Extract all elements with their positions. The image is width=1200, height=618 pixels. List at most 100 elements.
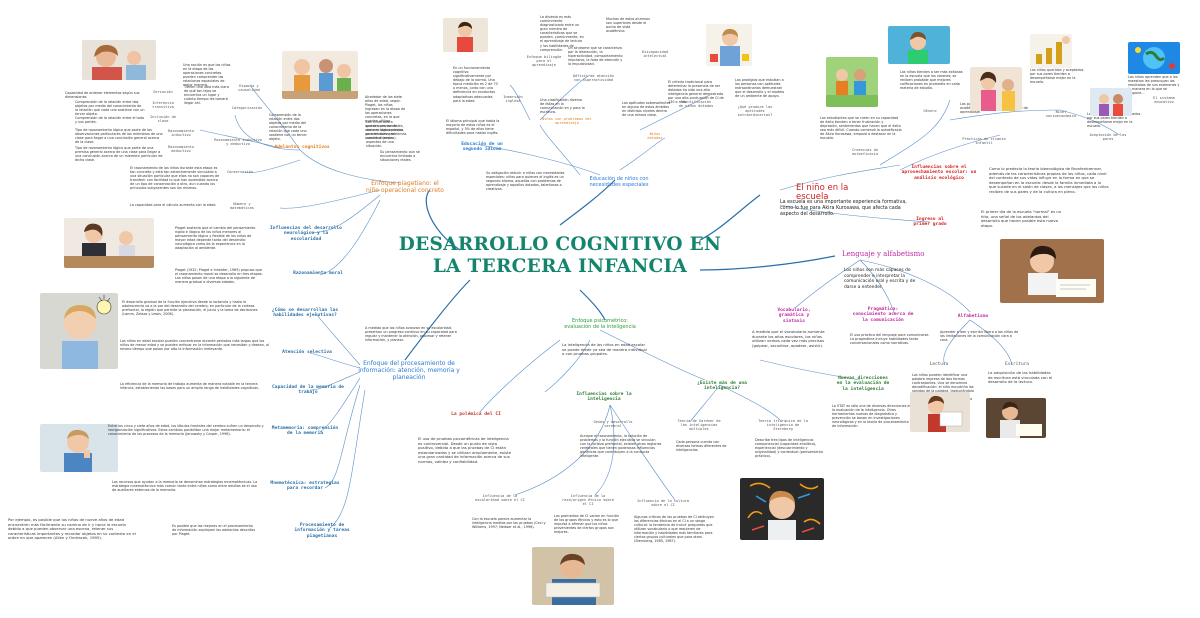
polemica-text: El uso de pruebas psicométricas de intel…: [418, 436, 512, 464]
segundo-idioma-label: Educación de un segundo idioma: [461, 142, 503, 153]
escritura-text: La adquisición de las habilidades de esc…: [988, 370, 1053, 385]
tareas-piagetianas-text: Es posible que las mejoras en el procesa…: [172, 524, 256, 537]
nuevas-direcciones-text: La STAT es sólo una de diversas direccio…: [832, 404, 912, 429]
tdah-text: Un síndrome que se caracteriza por la di…: [568, 46, 623, 67]
gardner-label: Teoría de Gardner de las inteligencias m…: [677, 419, 721, 432]
moral-text: Piaget (1932; Piaget e Inhelder, 1969) p…: [175, 268, 263, 285]
seriacion-label: Seriación: [153, 90, 173, 94]
sternberg-text: Describe tres tipos de inteligencia: com…: [755, 438, 823, 459]
raza-label: Influencia de la raza/origen étnico sobr…: [562, 494, 614, 507]
writing-boy-photo: [986, 398, 1046, 438]
globe-photo: [1128, 42, 1180, 74]
segundo-idioma-text1: El idioma principal que habla la mayoría…: [446, 119, 500, 136]
practicas-label: Prácticas de crianza infantil: [962, 137, 1006, 146]
cultura-label: Influencia de la cultura sobre el CI: [637, 499, 689, 508]
deductivo-text: Tipo de razonamiento lógico que parte de…: [75, 146, 163, 163]
inductivo-label: Razonamiento inductivo: [168, 129, 194, 138]
piaget-center-note3: Su pensamiento aún se encuentra limitado…: [380, 150, 420, 163]
metamemoria-text: Entre los cinco y siete años de edad, lo…: [108, 424, 264, 437]
thinking-boy-photo: [40, 424, 118, 472]
pragmatica-text: El uso práctico del lenguaje para comuni…: [850, 333, 930, 346]
habilidades-ejecutivas-text: El desarrollo gradual de la función ejec…: [122, 300, 258, 317]
moral-label: Razonamiento moral: [293, 271, 343, 276]
inferencia-label: Inferencia transitiva: [152, 101, 174, 110]
existe-label: ¿Existe más de una inteligencia?: [697, 381, 747, 392]
kids-group-photo: [826, 57, 878, 107]
dotados-text: El criterio tradicional para determinar …: [668, 80, 724, 105]
conservacion-text: El razonamiento de los niños durante est…: [130, 166, 220, 191]
procesamiento-intro: A medida que los niños avanzan en su esc…: [365, 326, 457, 343]
escritura-label: Escritura: [1005, 362, 1029, 367]
girls-photo: [970, 67, 1022, 111]
sistema-text: Las niñas aprenden que a los maestros le…: [1128, 75, 1180, 96]
escuela-intro: La escuela es una importante experiencia…: [780, 200, 907, 217]
problemas-label: Niños con problemas del aprendizaje: [542, 117, 592, 126]
razonamiento-label: Razonamiento inductivo y deductivo: [214, 138, 262, 147]
piaget-center-note2: Los niños ahora pueden pensar de manera …: [366, 120, 404, 149]
procesamiento-branch-title: Enfoque del procesamiento de información…: [358, 360, 460, 382]
boy-photo: [82, 40, 156, 80]
alfabetismo-label: Alfabetismo: [957, 314, 989, 319]
piaget-branch-title: Enfoque piagetiano: el niño operacional …: [366, 180, 444, 195]
categorizacion-text: Tienen una idea más clara de qué tan lej…: [184, 85, 229, 106]
bilingue-text: Una clasificación diversa de fallas en l…: [540, 98, 585, 115]
genes-label: Genes y desarrollo cerebral: [593, 420, 633, 429]
espacio-label: Espacio y causalidad: [238, 84, 260, 93]
metamemoria-label: Metamemoria: comprensión de la memoria: [271, 426, 339, 437]
branch-procesamiento: [404, 279, 471, 361]
aceptacion-extra-text: Los niños queridos y aceptados por sus p…: [1030, 68, 1084, 85]
aceptacion-label: Aceptación de los pares: [1089, 133, 1127, 142]
reading-boy-photo: [532, 547, 614, 605]
vocabulario-text: A medida que el vocabulario aumenta dura…: [752, 329, 825, 348]
influencias-escolar-text: Como lo predecía la teoría bioecológica …: [989, 166, 1109, 194]
bilingue-label: Enfoque bilingüe para el aprendizaje: [526, 55, 562, 68]
seriacion-text: Capacidad de ordenar elementos según sus…: [65, 91, 140, 100]
nivel-label: Nivel socioeconómico: [1045, 110, 1077, 119]
categorizacion-label: Categorización: [231, 106, 263, 110]
numero-label: Número y matemáticas: [230, 202, 254, 211]
genes-text: Aunque el razonamiento, la solución de p…: [580, 434, 662, 459]
identificacion-text: Las aptitudes sobresalientes en alguno d…: [622, 101, 671, 118]
pragmatica-label: Pragmática: conocimiento acerca de la co…: [852, 307, 914, 323]
lenguaje-branch-title: Lenguaje y alfabetismo: [842, 250, 925, 258]
vocabulario-label: Vocabulario, gramática y sintaxis: [777, 308, 811, 324]
inferencia-text: Comprensión de la relación entre dos obj…: [75, 100, 145, 117]
cultura-text: Algunos críticos de las pruebas de CI at…: [634, 515, 714, 544]
creencias-label: Creencias de autoeficacia: [852, 148, 878, 157]
ingreso-text: El primer día de la escuela "normal" es …: [981, 209, 1062, 228]
writing-child-photo: [1000, 239, 1104, 303]
influencias-inteligencia-label: Influencias sobre la inteligencia: [576, 392, 632, 403]
educacion-dotados-text: Muchos de estos alumnos son superiores d…: [606, 17, 650, 34]
categorizacion-text2: Comprensión de la relación entre dos obj…: [269, 113, 307, 142]
segundo-idioma-text2: Su obligación reducir a niños con necesi…: [486, 171, 565, 192]
practicas-text: Los niñas tienden a ser más exitosas en …: [900, 70, 963, 91]
escuela-branch-title: El niño en la escuela: [796, 183, 849, 203]
page-title: DESARROLLO COGNITIVO EN LA TERCERA INFAN…: [398, 234, 722, 277]
atencion-selectiva-text: Los niños en edad escolar pueden concent…: [120, 339, 270, 352]
aptitudes-label: ¿Qué produce las aptitudes extraordinari…: [737, 105, 773, 118]
lenguaje-intro: Los niños son más capaces de comprender …: [844, 268, 916, 290]
inclusion-label: Inclusión de clase: [150, 115, 176, 124]
discapacidad-text: La dislexia es más comúnmente diagnostic…: [540, 15, 584, 52]
gardner-text: Cada persona cuenta con diversas formas …: [676, 440, 727, 453]
tareas-piagetianas-label: Procesamiento de información y tareas pi…: [294, 523, 350, 539]
genero-text: Los estudiantes que se creen en su capac…: [820, 116, 902, 141]
teacher-photo: [64, 218, 154, 268]
children-photo: [282, 51, 358, 99]
deductivo-label: Razonamiento deductivo: [168, 145, 194, 154]
lectura-label: Lectura: [929, 362, 949, 367]
mnemotecnica-text: Los recursos que ayudan a la memoria se …: [112, 480, 258, 493]
sistema-label: El sistema educativo: [1153, 96, 1175, 105]
ingreso-label: Ingreso al primer grado: [913, 217, 947, 228]
psicometrico-intro: La inteligencia de los niños en edad esc…: [562, 342, 647, 357]
influencias-neuro-text: Piaget sostenía que el cambio del pensam…: [175, 226, 256, 251]
polemica-label: La polémica del CI: [451, 412, 501, 417]
boy-blocks-photo: [706, 24, 752, 66]
friends-photo: [1090, 88, 1132, 116]
conservacion-label: Conservación: [227, 170, 253, 174]
educacion-branch-title: Educación de niños con necesidades espec…: [589, 176, 649, 188]
memoria-trabajo-label: Capacidad de la memoria de trabajo: [272, 385, 344, 396]
influencias-neuro-label: Influencias del desarrollo neurológico y…: [270, 226, 342, 242]
inmersion-text: En un funcionamiento cognitivo significa…: [453, 66, 498, 103]
numero-text: La capacidad para el cálculo aumenta con…: [130, 203, 217, 207]
